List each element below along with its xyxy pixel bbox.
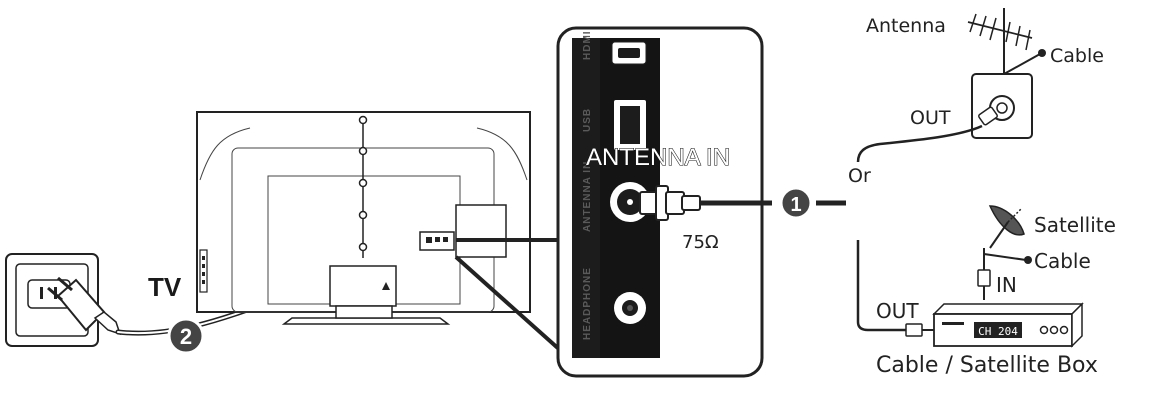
box-name-label: Cable / Satellite Box [876,353,1098,378]
out-label-top: OUT [910,107,951,129]
antenna-in-label: ANTENNA IN [586,144,730,171]
cable-line-wall [856,124,983,163]
antenna-label: Antenna [866,15,946,37]
coax-connector [639,185,701,221]
step-1-number: 1 [790,194,801,216]
coax-plug-out-icon [905,323,934,337]
out-label-bottom: OUT [876,299,919,323]
or-label: Or [848,165,871,187]
wall-jack-icon [971,73,1033,139]
cable-line-top [1003,53,1041,76]
port-label-usb: USB [582,108,593,132]
power-plug-icon [47,276,122,336]
port-label-antenna-in: ANTENNA IN [582,161,593,232]
cable-satellite-box-icon [932,302,1084,348]
satellite-dish-icon [988,205,1025,249]
port-label-headphone: HEADPHONE [582,267,593,340]
cable-line-satellite [983,248,1027,270]
cable-label-bottom: Cable [1034,249,1091,273]
tv-label: TV [148,272,182,302]
zoom-callout-lines [454,238,562,352]
satellite-label: Satellite [1034,213,1116,237]
impedance-label: 75Ω [682,232,719,253]
cable-label-top: Cable [1050,45,1104,67]
step-2-number: 2 [180,324,192,349]
tv-rear [196,111,531,325]
port-label-hdmi: HDMI [582,30,593,60]
cable-line-box-out [856,240,906,332]
antenna-icon [967,8,1033,58]
step-2-badge: 2 [167,317,205,355]
box-display-text: CH 204 [978,325,1018,338]
in-label: IN [996,273,1017,297]
coax-plug-in-icon [977,269,991,300]
step-1-badge: 1 [779,186,813,220]
